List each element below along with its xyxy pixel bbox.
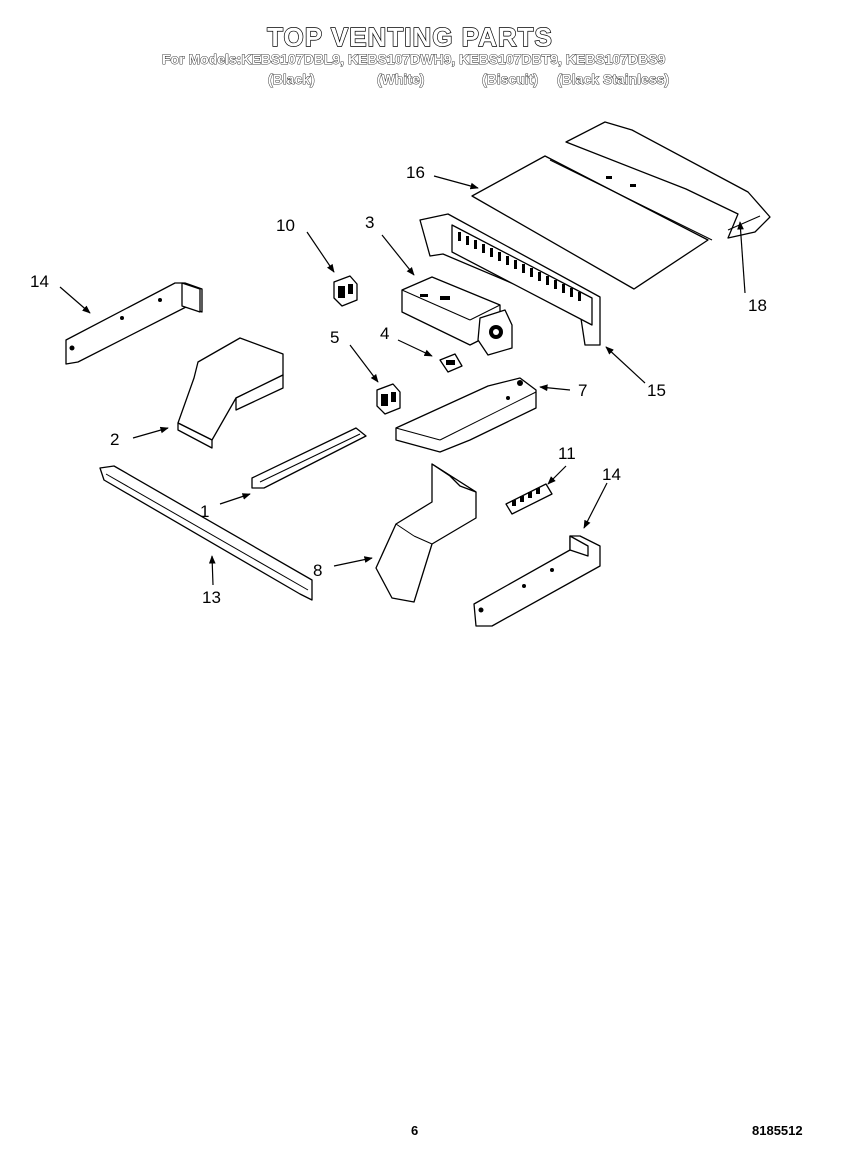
part-14-left-bracket	[65, 282, 203, 365]
part-7-plate	[395, 377, 537, 453]
part-3-fan-assembly	[401, 276, 513, 356]
callout-14-right: 14	[602, 465, 621, 484]
part-8-deflector	[375, 463, 477, 603]
color-label-black: (Black)	[268, 71, 315, 88]
callout-7: 7	[578, 381, 587, 400]
callout-10: 10	[276, 216, 295, 235]
callout-18: 18	[748, 296, 767, 315]
leader-lines	[59, 175, 746, 586]
part-10-switch	[333, 275, 358, 307]
callout-13: 13	[202, 588, 221, 607]
callout-1: 1	[200, 502, 209, 521]
models-line: For Models:KEBS107DBL9, KEBS107DWH9, KEB…	[162, 51, 666, 68]
page-number: 6	[411, 1123, 419, 1138]
part-1-rail	[251, 427, 367, 489]
color-label-white: (White)	[377, 71, 425, 88]
callout-4: 4	[380, 324, 389, 343]
color-label-biscuit: (Biscuit)	[482, 71, 539, 88]
part-14-right-bracket	[473, 535, 601, 627]
callout-11: 11	[558, 444, 576, 463]
part-2-duct	[177, 337, 284, 449]
part-4-connector	[439, 353, 463, 373]
callout-15: 15	[647, 381, 666, 400]
callout-8: 8	[313, 561, 322, 580]
callout-5: 5	[330, 328, 339, 347]
part-18-top-panel	[565, 121, 771, 239]
callout-14-left: 14	[30, 272, 49, 291]
part-11-terminal-block	[505, 483, 553, 515]
callout-16: 16	[406, 163, 425, 182]
page-title: TOP VENTING PARTS	[266, 21, 553, 52]
part-13-long-rail	[99, 465, 313, 601]
color-label-black-stainless: (Black Stainless)	[557, 71, 670, 88]
part-15-louvered-bracket	[419, 213, 601, 346]
callout-3: 3	[365, 213, 374, 232]
part-5-switch	[376, 383, 401, 415]
part-16-vent-panel	[471, 155, 713, 290]
document-number: 8185512	[752, 1123, 803, 1138]
callout-2: 2	[110, 430, 119, 449]
